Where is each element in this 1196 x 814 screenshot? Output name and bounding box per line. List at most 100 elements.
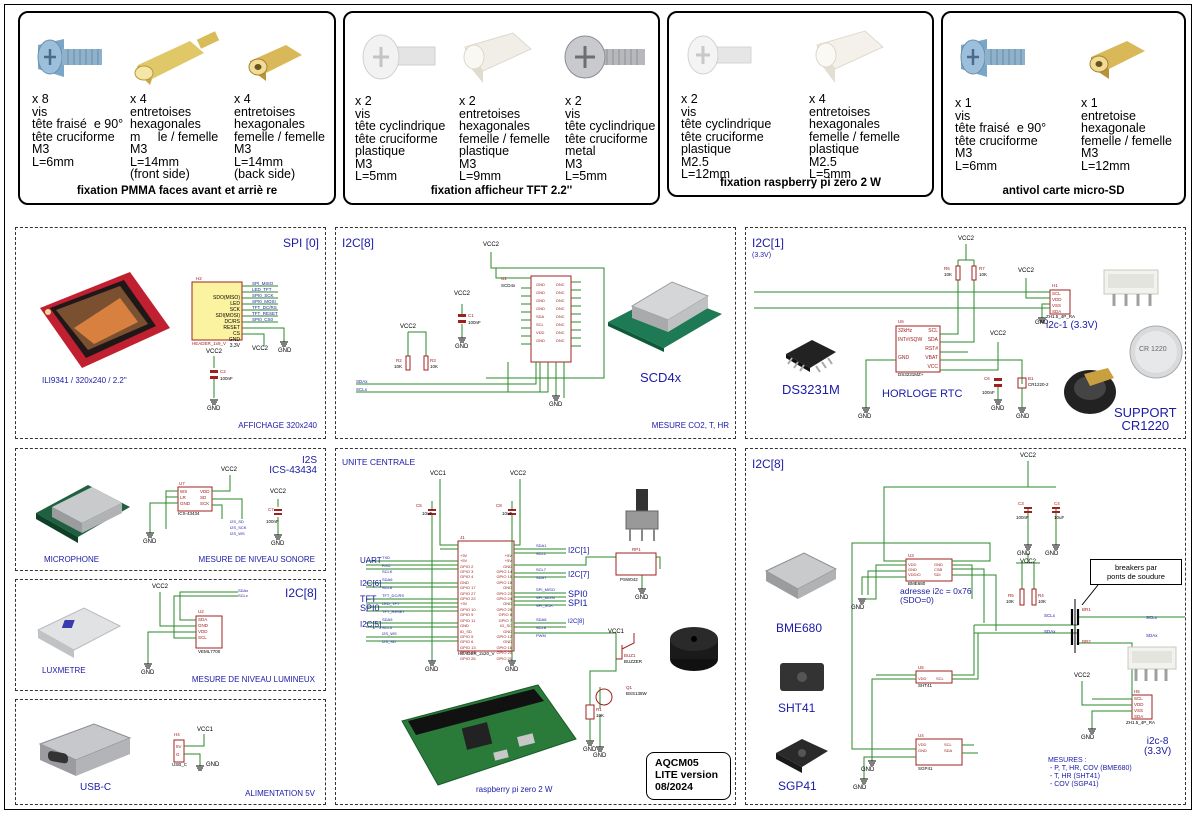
svg-text:SPI_MISO: SPI_MISO [252, 281, 274, 286]
hardware-item-2: x 4 entretoises hexagonales m le / femel… [130, 92, 219, 181]
hardware-box-tft: x 2 vis tête cyclindrique tête cruciform… [343, 11, 660, 205]
section-subheader: ICS-43434 [269, 465, 317, 476]
gnd-label: GND [271, 541, 285, 547]
cap-ref: C7 [268, 507, 274, 512]
svg-text:VDD: VDD [918, 676, 927, 681]
svg-text:GND: GND [536, 282, 545, 287]
r2-ref: R2 [396, 358, 402, 363]
outer-frame [4, 4, 1192, 810]
svg-text:I2S_SCK: I2S_SCK [230, 525, 247, 530]
rtc-name: DS3231MZ+ [898, 372, 924, 377]
svg-text:DNC: DNC [556, 330, 565, 335]
bus-label-uart: UART [360, 556, 382, 565]
svg-text:VDD: VDD [908, 562, 917, 567]
section-footer: MESURE CO2, T, HR [651, 421, 729, 430]
c3-value: 100nF [1016, 515, 1029, 520]
svg-text:SDA7: SDA7 [536, 575, 547, 580]
section-header: I2C[8] [284, 586, 317, 600]
conn-name: ZH1.5_4P_RA [1046, 314, 1076, 319]
svg-text:TFT_DC/RS: TFT_DC/RS [382, 593, 404, 598]
r4-ref: R4 [1038, 593, 1044, 598]
svg-text:GND: GND [918, 748, 927, 753]
ref-h2: H2 [196, 276, 202, 281]
svg-text:SCL6: SCL6 [382, 585, 393, 590]
svg-text:SDA5: SDA5 [382, 617, 393, 622]
svg-text:GND: GND [934, 562, 943, 567]
microphone-photo [32, 477, 132, 552]
r2-value: 10K [394, 364, 403, 369]
section-header: UNITE CENTRALE [342, 457, 416, 467]
svg-text:PWM: PWM [536, 633, 546, 638]
gnd-label: GND [278, 348, 292, 354]
svg-text:GND: GND [180, 501, 191, 506]
c5-value: 10uF [422, 511, 433, 516]
ref-j1-name: HEADER_2x20_V [458, 651, 495, 656]
svg-text:SPI_MISO: SPI_MISO [536, 587, 555, 592]
svg-text:TFT_DC/RS: TFT_DC/RS [252, 305, 277, 310]
svg-text:SDI: SDI [934, 572, 941, 577]
cap-value: 100nF [468, 320, 481, 325]
vcc-label: VCC2 [990, 331, 1007, 337]
section-header: I2C[8] [752, 457, 785, 471]
svg-text:TFT_RESET: TFT_RESET [382, 609, 405, 614]
r7-ref: R7 [979, 266, 985, 271]
gnd-label: GND [1081, 735, 1095, 741]
ref-h2-name: HEADER_1x9_V [192, 341, 227, 346]
ref-u4-name: SGP41 [918, 766, 933, 771]
svg-text:GND: GND [536, 290, 545, 295]
svg-text:SDA8: SDA8 [536, 617, 547, 622]
svg-text:DNC: DNC [556, 306, 565, 311]
section-header: I2S [301, 455, 317, 466]
signal-sclx: SCLx [1044, 613, 1056, 618]
section-header: SPI [0] [282, 236, 319, 250]
svg-text:5V: 5V [176, 744, 182, 749]
section-i2s-microphone: I2S ICS-43434 MICROPHONE MESURE DE NIVEA… [15, 448, 326, 571]
plastic-screw-icon [359, 33, 439, 90]
svg-text:SDA: SDA [944, 748, 953, 753]
svg-text:SDAx: SDAx [1146, 633, 1158, 638]
c4-ref: C4 [1054, 501, 1060, 506]
section-footer: AFFICHAGE 320x240 [238, 421, 317, 430]
svg-text:RXD: RXD [382, 563, 391, 568]
section-footer: ALIMENTATION 5V [245, 789, 315, 798]
brass-standoff-male-female-icon [128, 27, 224, 92]
svg-text:LED_TFT: LED_TFT [382, 601, 400, 606]
gnd-label: GND [207, 406, 221, 412]
bat-ref: B1 [1028, 376, 1034, 381]
svg-text:WS: WS [180, 489, 187, 494]
version-box: AQCM05 LITE version 08/2024 [646, 752, 731, 800]
cap-ref: C6 [984, 376, 990, 381]
r5-ref: R5 [1008, 593, 1014, 598]
part-label-rtc: HORLOGE RTC [882, 388, 963, 400]
svg-text:SPI0_MOSI: SPI0_MOSI [252, 299, 276, 304]
section-header: I2C[8] [342, 236, 375, 250]
svg-text:GND: GND [536, 338, 545, 343]
svg-text:VDD: VDD [200, 489, 210, 494]
svg-text:LED_TFT: LED_TFT [252, 287, 272, 292]
svg-text:SCL: SCL [944, 742, 953, 747]
gnd-label: GND [505, 667, 519, 673]
raspberry-pi-zero-photo [398, 681, 578, 796]
part-label-sgp41: SGP41 [778, 779, 817, 793]
plastic-screw-icon [685, 33, 755, 88]
connector-label: i2c-8 (3.3V) [1144, 736, 1172, 757]
buzzer-photo [666, 625, 722, 686]
svg-text:SPI_MOSI: SPI_MOSI [536, 595, 555, 600]
version-line-2: LITE version [655, 769, 719, 781]
cap-value: 100nF [982, 390, 995, 395]
measurements-note: MESURES : - P, T, HR, COV (BME680) - T, … [1048, 757, 1132, 788]
gnd-label: GND [141, 670, 155, 676]
part-label-usbc: USB-C [80, 782, 112, 793]
gnd-label: GND [425, 667, 439, 673]
r5-value: 10K [1006, 599, 1015, 604]
bat-name: CR1220-2 [1028, 382, 1049, 387]
buzzer-ref: BUZ1 [624, 653, 636, 658]
svg-text:SCLx: SCLx [238, 593, 248, 598]
ref-u1-name: SCD4x [501, 283, 516, 288]
cap-ref: C2 [220, 369, 226, 374]
